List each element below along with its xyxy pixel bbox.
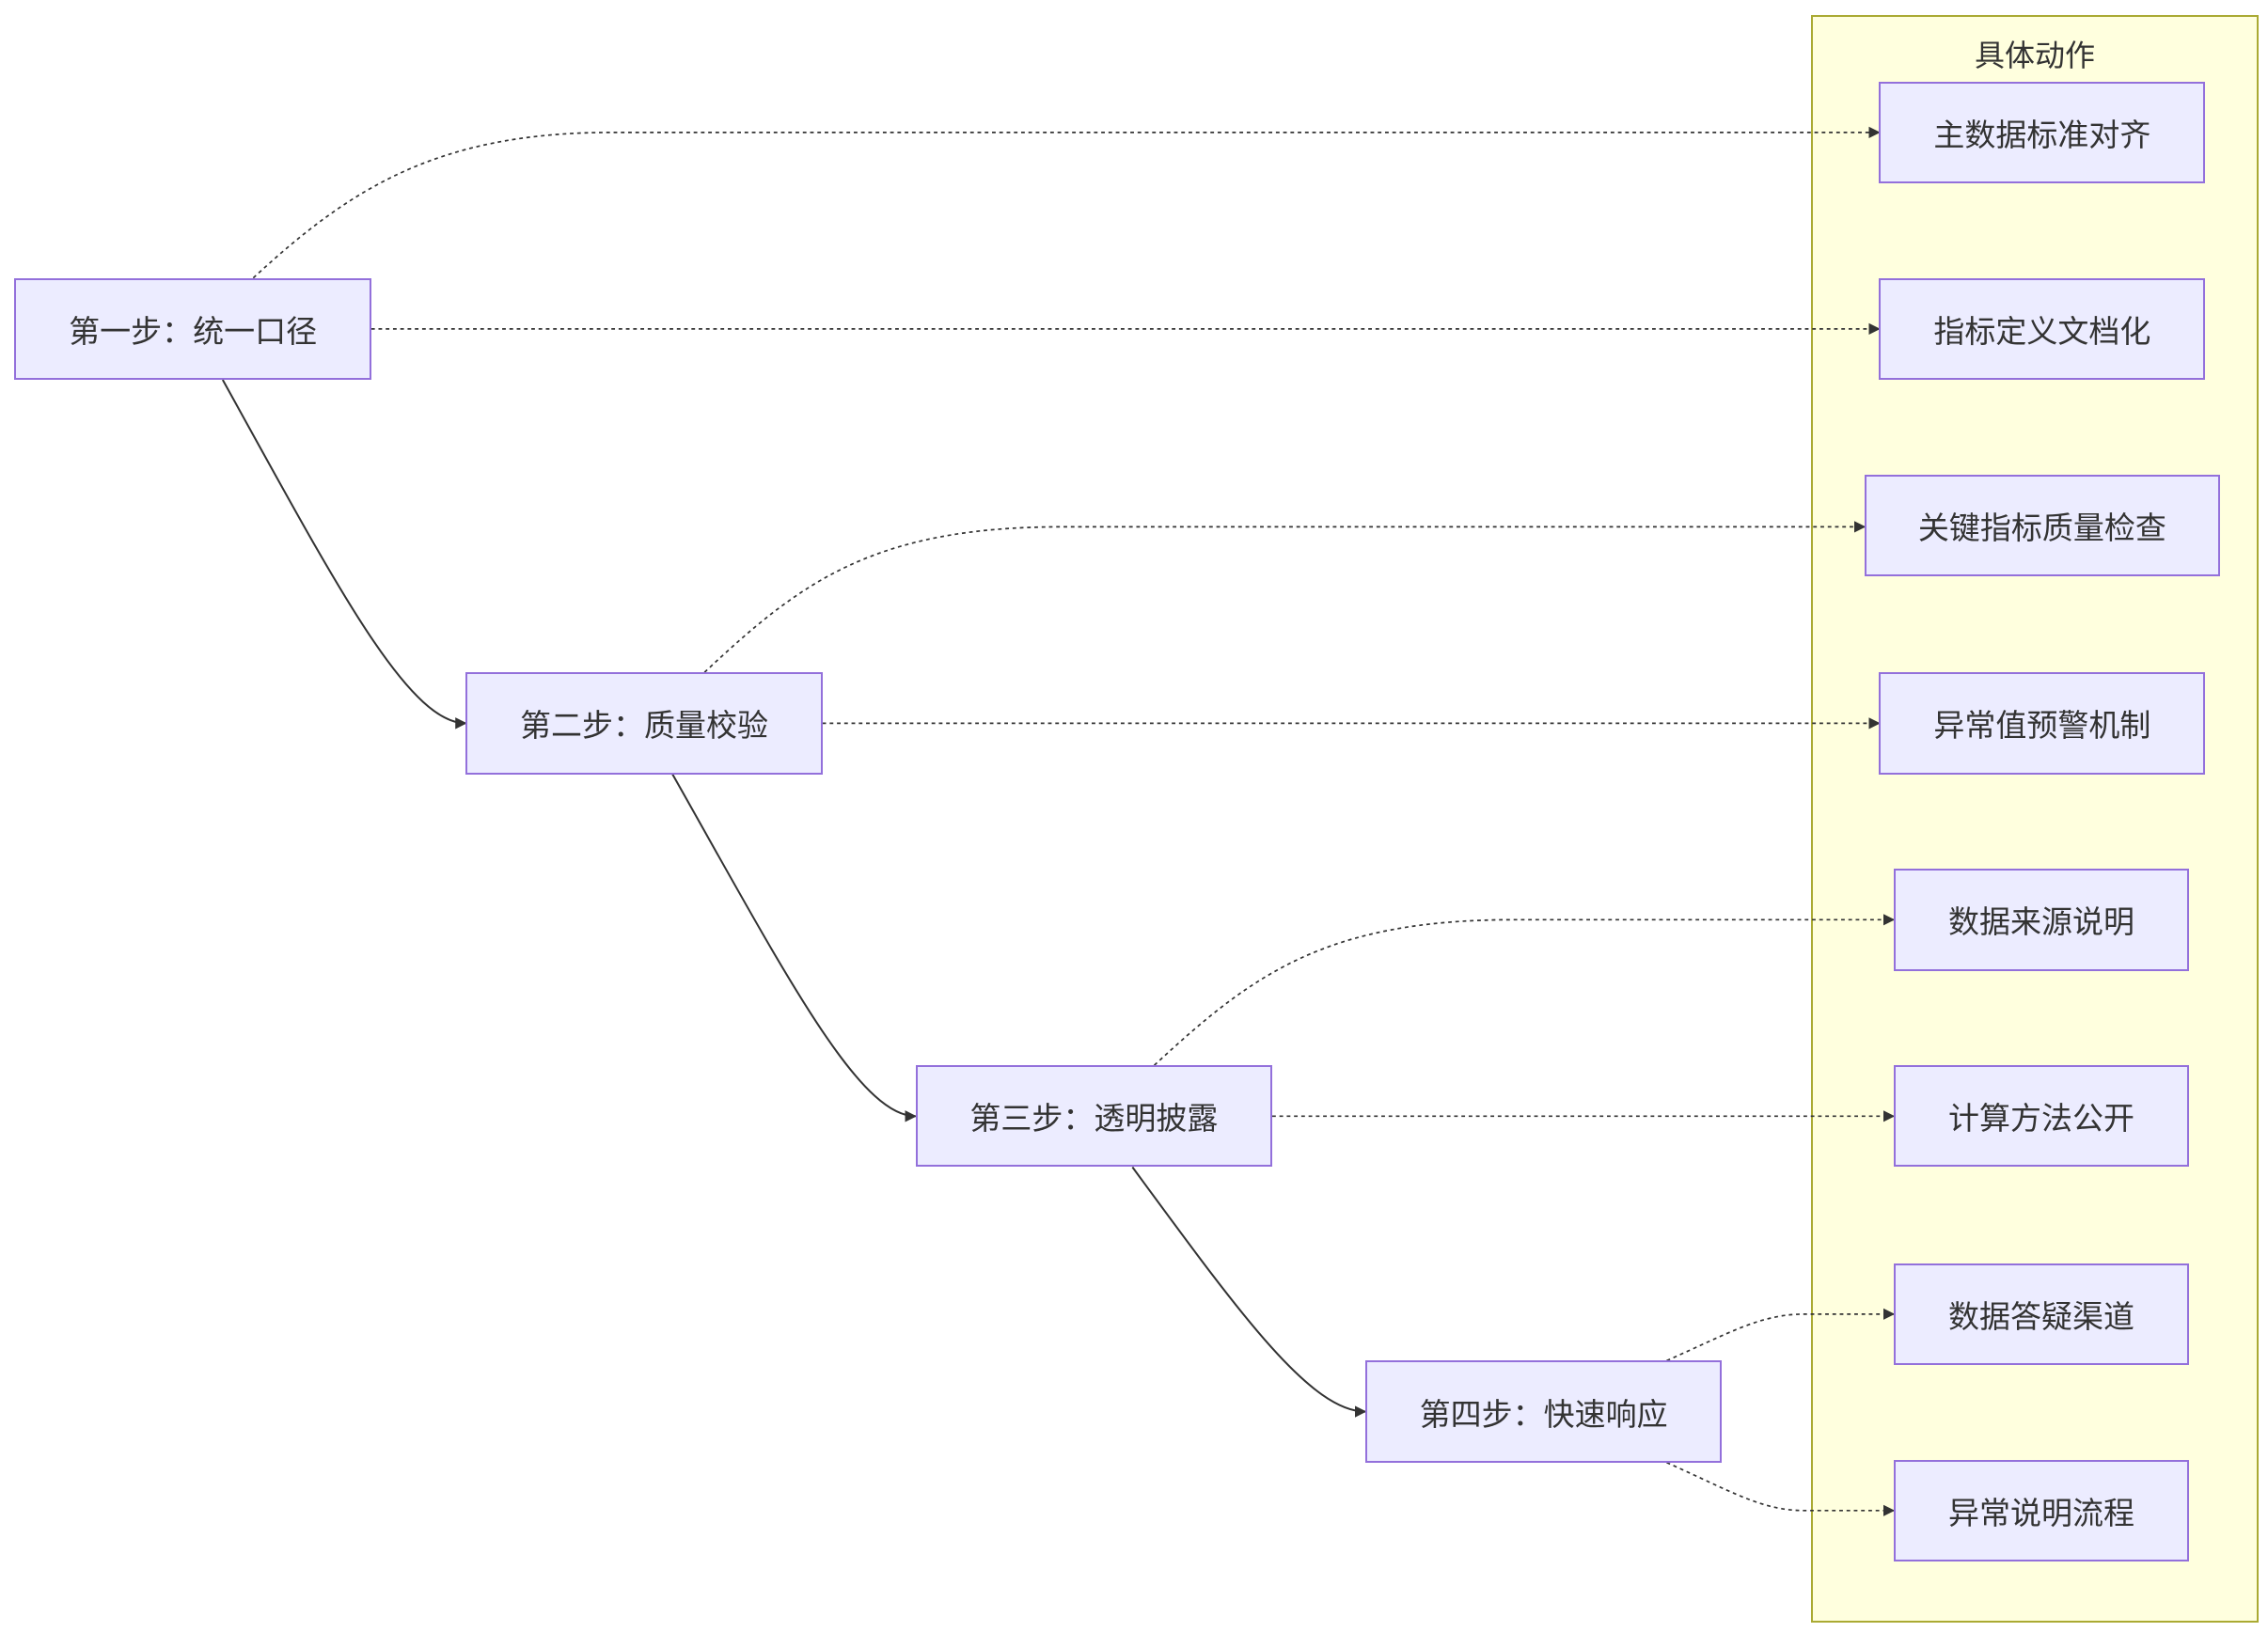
action-node-2: 指标定义文档化 [1879,277,2206,381]
edge-s1-to-a1 [252,126,1881,279]
edge-s2-to-s3 [671,774,917,1122]
edge-s1-to-s2 [221,379,467,730]
edge-s4-to-a8 [1666,1461,1896,1517]
step-node-1: 第一步：统一口径 [14,277,371,381]
step-node-2: 第二步：质量校验 [465,672,823,775]
action-node-8: 异常说明流程 [1893,1459,2190,1561]
step-node-4: 第四步：快速响应 [1365,1360,1723,1463]
edge-s2-to-a3 [703,521,1866,673]
actions-group-title: 具体动作 [1974,38,2095,73]
edge-s3-to-a5 [1153,914,1896,1066]
step-node-3: 第三步：透明披露 [915,1065,1272,1168]
edge-s3-to-s4 [1131,1166,1367,1418]
action-node-6: 计算方法公开 [1893,1065,2190,1168]
action-node-1: 主数据标准对齐 [1879,81,2206,184]
edge-s4-to-a7 [1666,1308,1896,1362]
action-node-3: 关键指标质量检查 [1864,474,2220,576]
action-node-5: 数据来源说明 [1893,869,2190,971]
action-node-7: 数据答疑渠道 [1893,1263,2190,1366]
action-node-4: 异常值预警机制 [1879,672,2206,775]
